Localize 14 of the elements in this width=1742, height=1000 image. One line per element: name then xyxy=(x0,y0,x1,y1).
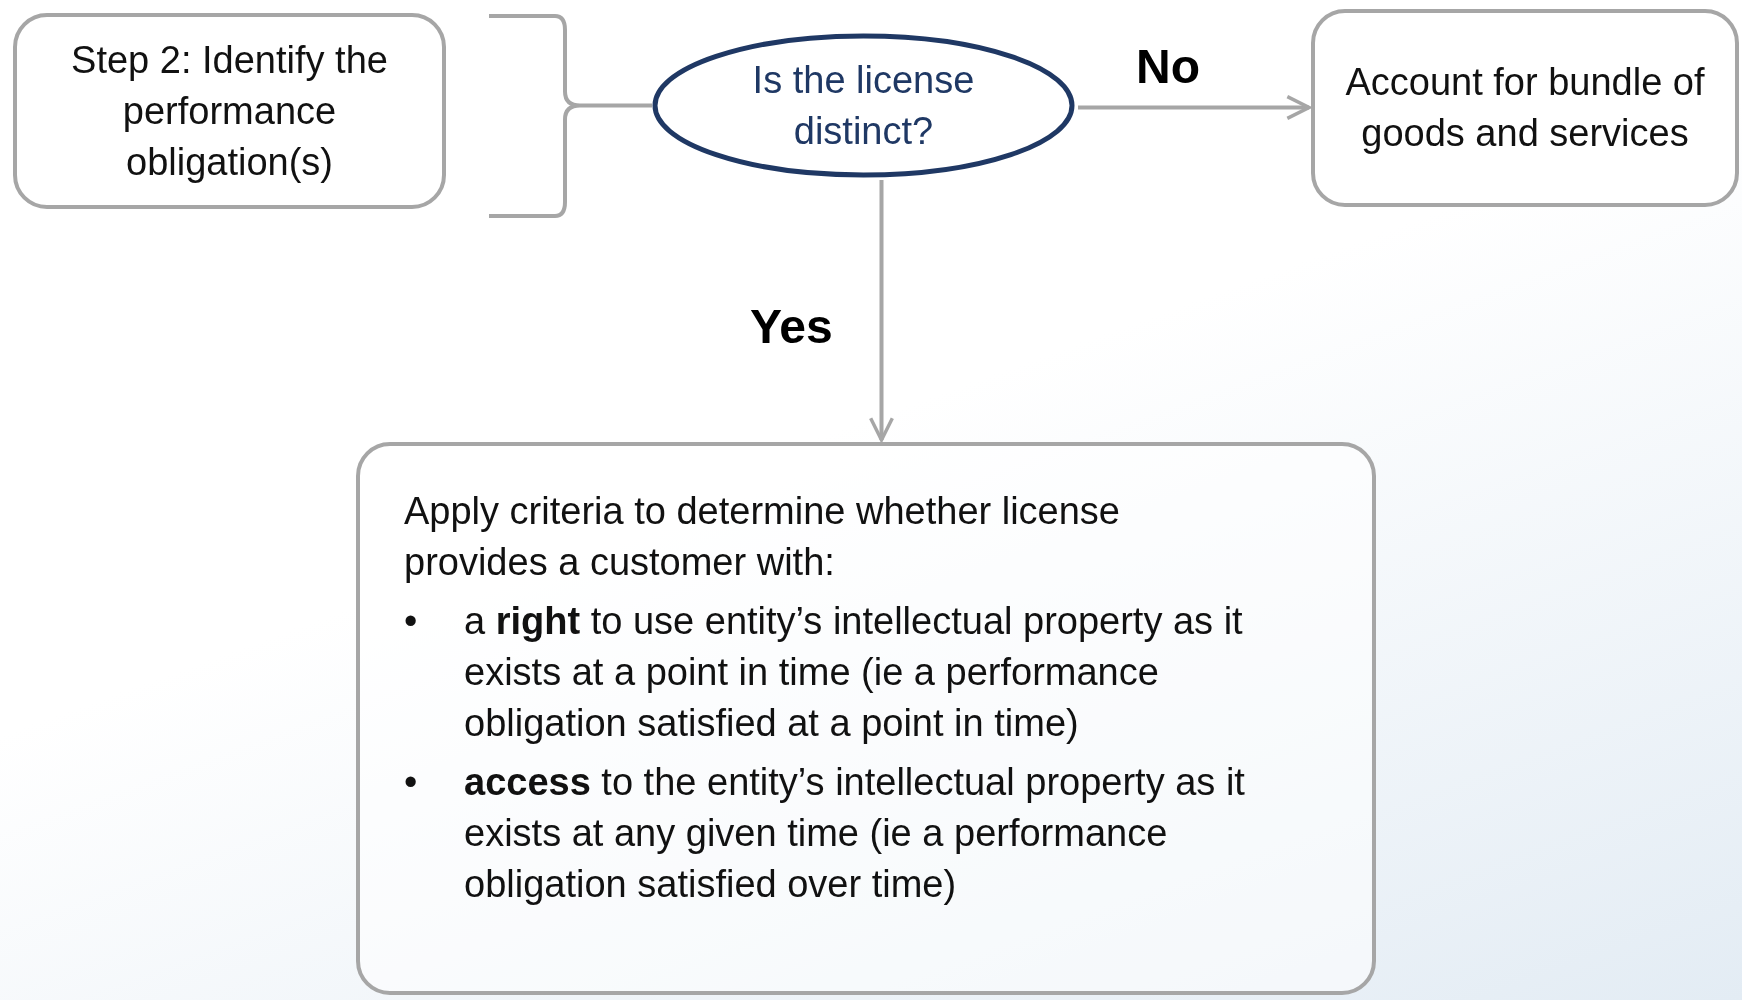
bullet-text: a right to use entity’s intellectual property as it exists at a point in time (ie a performance obligation satisfied at a point in time) xyxy=(464,599,1244,746)
process-box xyxy=(1311,9,1739,207)
process-box xyxy=(13,13,446,209)
bullet-marker: • xyxy=(404,599,419,644)
arrow xyxy=(1078,94,1311,121)
body-text: Apply criteria to determine whether license provides a customer with: xyxy=(404,489,1121,585)
box-text: Account for bundle of goods and services xyxy=(1345,60,1705,156)
box-text: Step 2: Identify the performance obligation(s) xyxy=(70,37,389,185)
bullet-text: access to the entity’s intellectual property as it exists at any given time (ie a performance obligation satisfied over time) xyxy=(464,760,1246,907)
decision-text: Is the license distinct? xyxy=(751,57,976,154)
arrow xyxy=(868,180,895,442)
bullet-marker: • xyxy=(404,760,419,805)
bracket-connector xyxy=(487,14,654,218)
process-box xyxy=(356,442,1376,995)
